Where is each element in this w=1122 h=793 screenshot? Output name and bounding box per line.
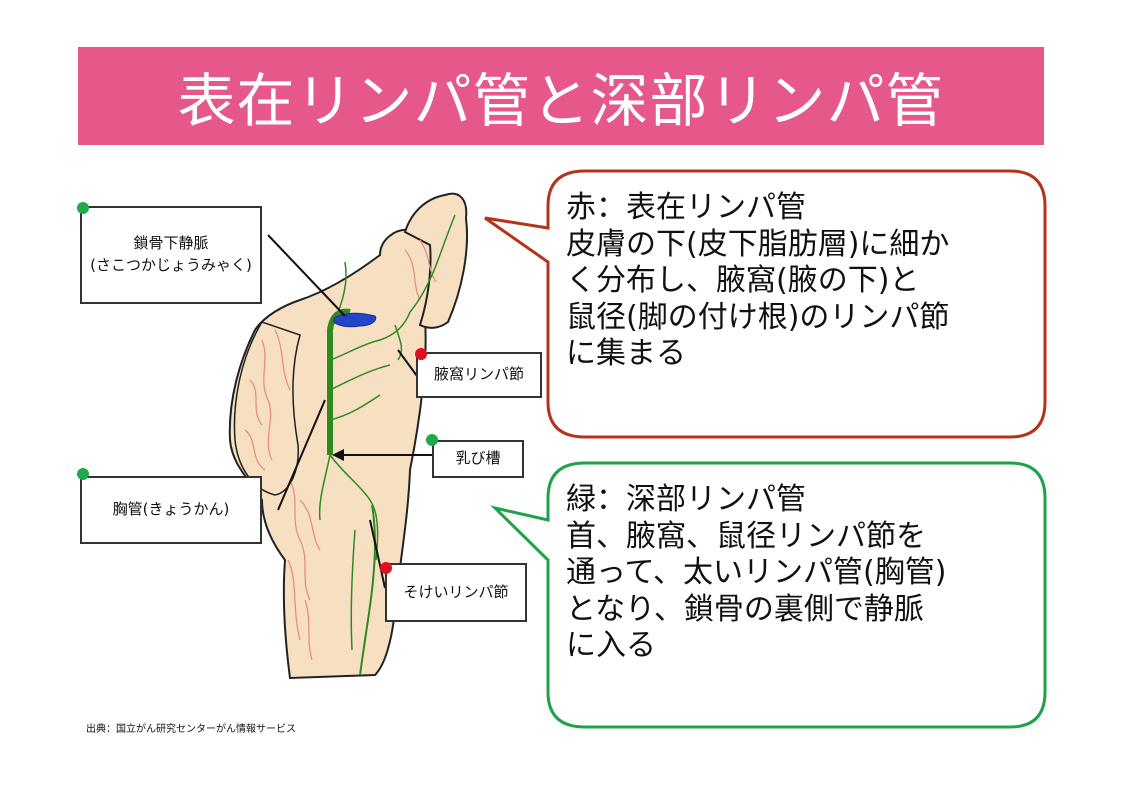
leader-subclavian (267, 234, 346, 317)
raised-arm (403, 192, 469, 329)
leader-thoracic-duct (277, 399, 326, 511)
superficial-callout-text: 赤：表在リンパ管 皮膚の下(皮下脂肪層)に細か く分布し、腋窩(腋の下)と 鼠径… (566, 190, 949, 373)
superficial-line-3: く分布し、腋窩(腋の下)と (566, 263, 920, 299)
thoracic-duct-label: 胸管(きょうかん) (80, 476, 262, 544)
superficial-line-1: 赤：表在リンパ管 (566, 190, 806, 225)
leader-inguinal (369, 519, 386, 589)
deep-callout-text: 緑：深部リンパ管 首、腋窩、鼠径リンパ節を 通って、太いリンパ管(胸管) となり… (566, 482, 946, 665)
thoracic-duct-marker-dot (77, 468, 89, 480)
deep-line-3: 通って、太いリンパ管(胸管) (566, 555, 947, 591)
cisterna-arrowhead (332, 449, 344, 461)
cisterna-marker-dot (426, 434, 438, 446)
superficial-line-5: に集まる (566, 336, 686, 372)
deep-line-4: となり、鎖骨の裏側で静脈 (566, 591, 924, 627)
superficial-line-4: 鼠径(脚の付け根)のリンパ節 (566, 299, 950, 335)
superficial-lymph-vessels (244, 239, 437, 661)
deep-line-1: 緑：深部リンパ管 (566, 482, 806, 517)
deep-line-5: に入る (566, 628, 656, 664)
cisterna-chyli-label: 乳び槽 (432, 440, 524, 478)
axillary-node-label: 腋窩リンパ節 (416, 352, 542, 398)
superficial-line-2: 皮膚の下(皮下脂肪層)に細か (566, 226, 950, 262)
deep-callout-bubble (490, 461, 1047, 729)
axillary-marker-dot (415, 348, 427, 360)
superficial-callout-bubble (484, 169, 1047, 439)
lowered-arm (233, 321, 301, 496)
leader-axillary (397, 349, 418, 377)
inguinal-marker-dot (380, 562, 392, 574)
source-citation: 出典：国立がん研究センターがん情報サービス (86, 724, 296, 735)
subclavian-marker-dot (77, 202, 89, 214)
subclavian-vein-label: 鎖骨下静脈 (さこつかじょうみゃく) (80, 206, 262, 304)
inguinal-node-label: そけいリンパ節 (385, 563, 527, 622)
subclavian-vein (333, 312, 377, 328)
deep-line-2: 首、腋窩、鼠径リンパ節を (566, 518, 926, 554)
slide-title: 表在リンパ管と深部リンパ管 (78, 47, 1044, 145)
